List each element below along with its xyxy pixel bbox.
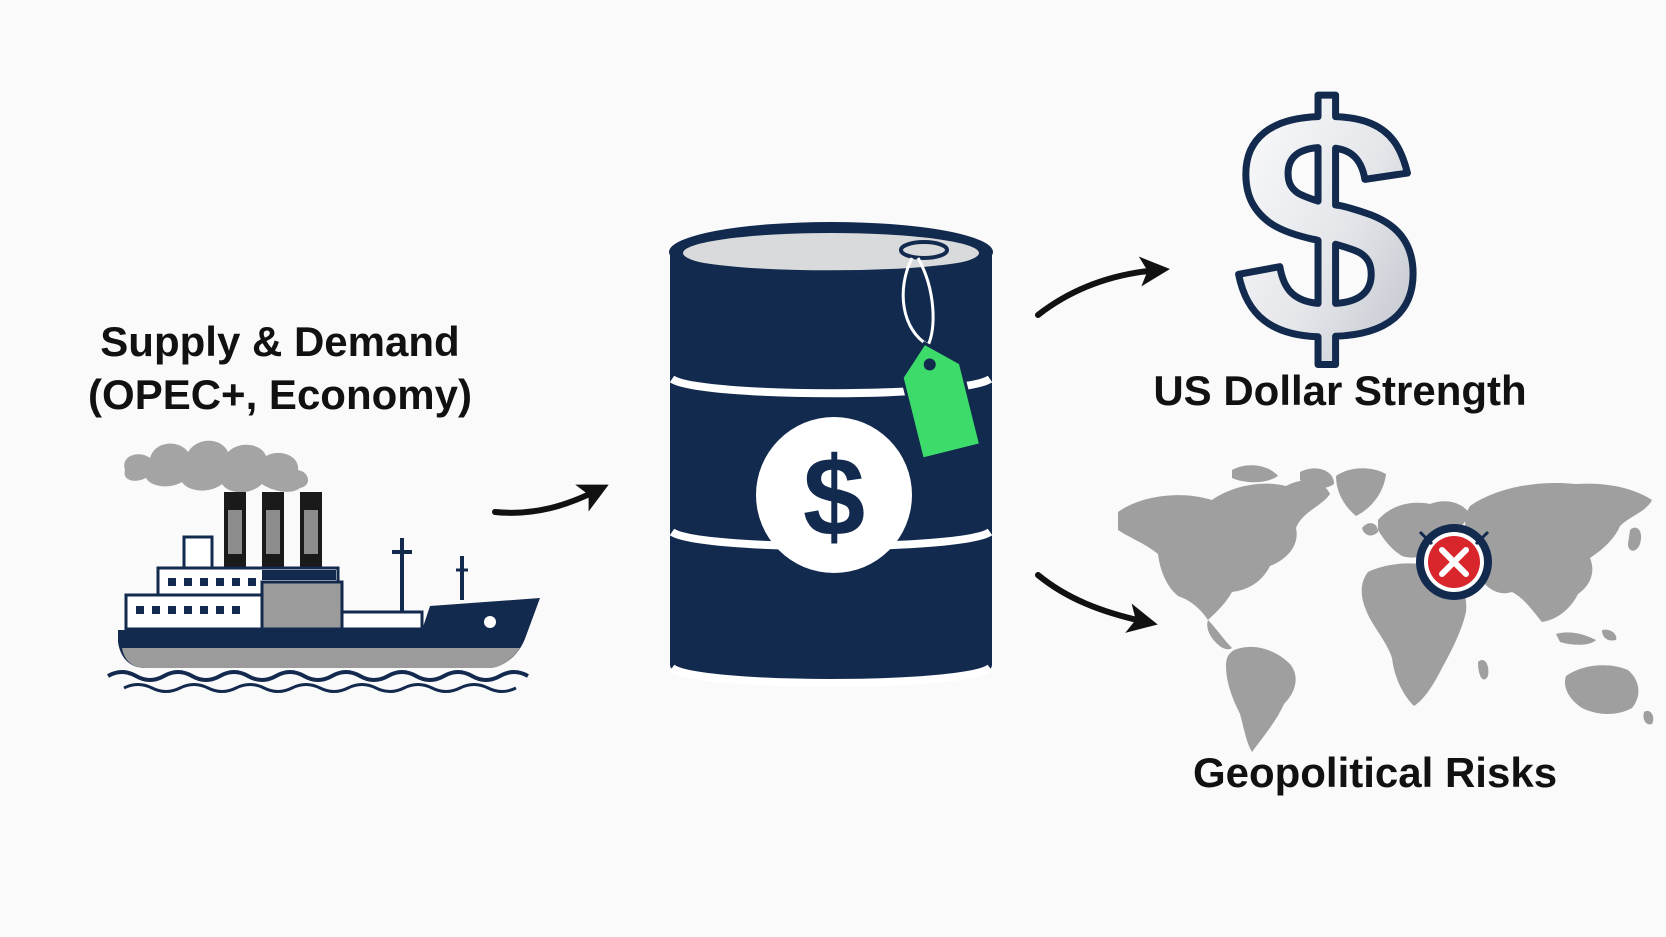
continent-africa	[1361, 563, 1467, 706]
continent-europe	[1378, 501, 1470, 558]
price-tag-string	[901, 257, 929, 347]
x-mark-icon	[1416, 524, 1492, 600]
barrel-dollar-badge	[756, 417, 912, 573]
barrel-dollar-symbol: $	[803, 434, 865, 559]
supply-demand-title: Supply & Demand	[100, 318, 460, 365]
us-dollar-strength-label: US Dollar Strength	[1153, 367, 1527, 414]
continent-greenland	[1336, 468, 1386, 516]
price-tag-icon	[900, 341, 983, 461]
arrow-to-barrel	[492, 484, 609, 516]
barrel-hoop	[669, 375, 993, 398]
arrows	[492, 256, 1170, 633]
water-waves	[107, 670, 529, 682]
smoke-cloud	[124, 440, 309, 493]
continent-asia	[1465, 482, 1652, 622]
arrow-to-map	[1035, 572, 1158, 633]
cargo-ship-icon	[107, 440, 540, 693]
supply-demand-label: Supply & Demand (OPEC+, Economy)	[60, 315, 500, 421]
continent-australia	[1564, 665, 1639, 714]
continent-north-america	[1118, 480, 1330, 620]
svg-text:$: $	[1234, 41, 1418, 410]
world-map-icon	[1118, 465, 1654, 752]
oil-barrel-icon: $	[669, 222, 993, 687]
arrow-to-dollar	[1035, 256, 1170, 318]
barrel-hoop	[669, 664, 993, 687]
geopolitical-risks-label: Geopolitical Risks	[1192, 749, 1558, 796]
supply-demand-subtitle: (OPEC+, Economy)	[88, 371, 472, 418]
dollar-sign-icon: $	[1231, 38, 1422, 414]
continent-south-america	[1226, 646, 1296, 752]
